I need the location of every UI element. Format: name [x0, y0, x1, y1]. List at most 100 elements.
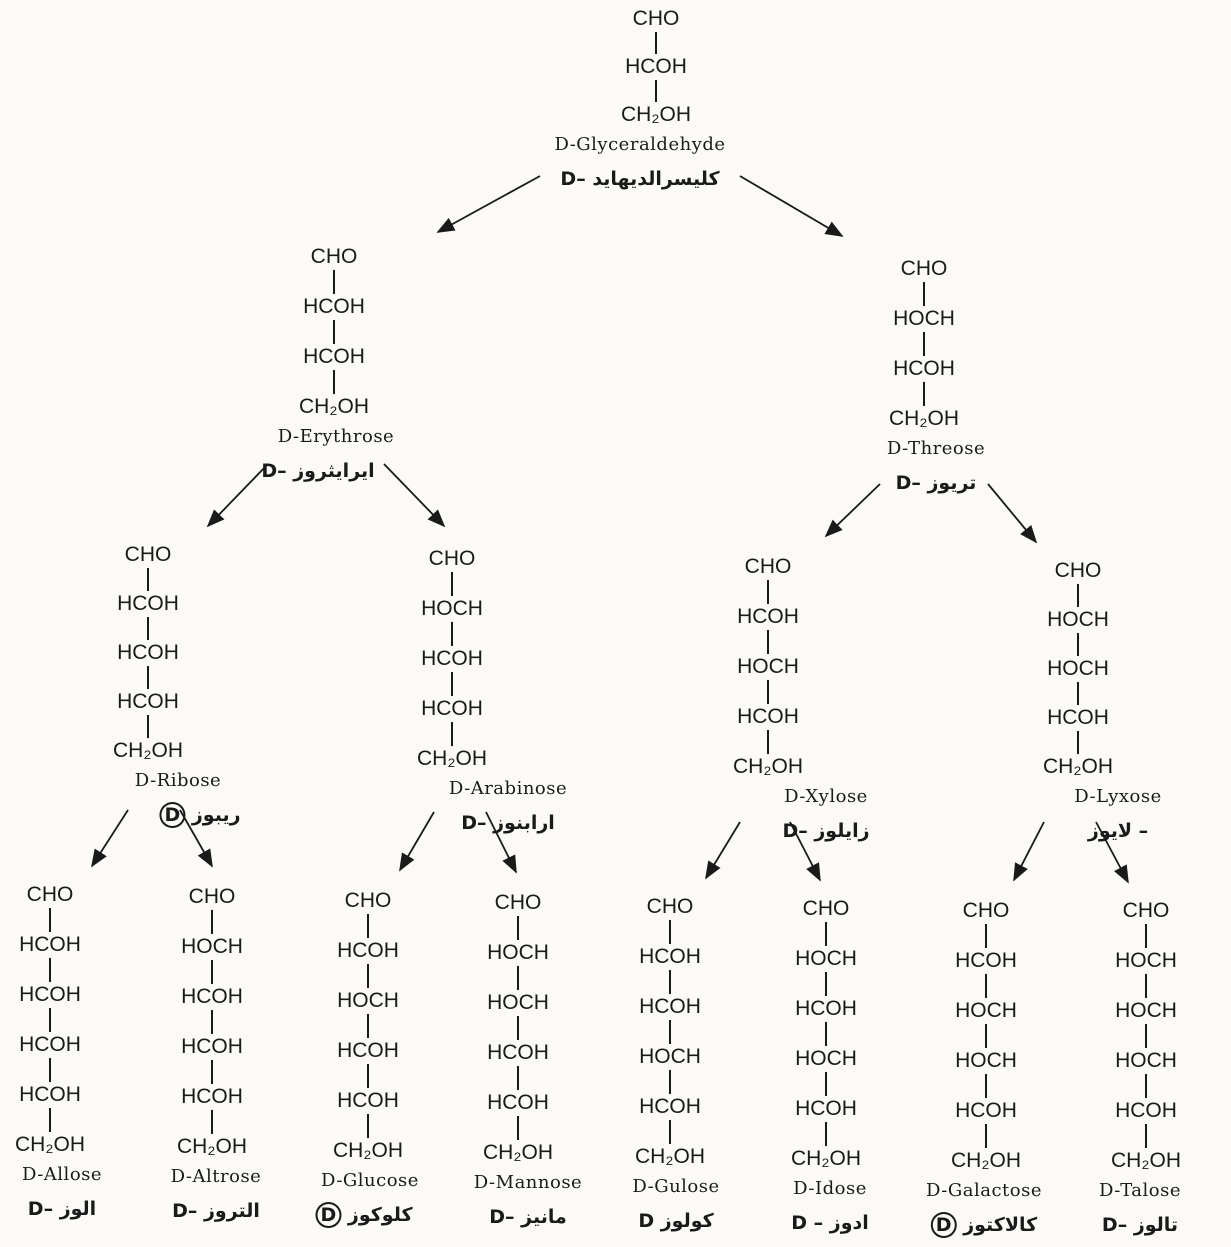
bond-line [767, 730, 769, 754]
group-label: HCOH [181, 1085, 243, 1108]
group-label: CHO [428, 547, 476, 570]
derivation-arrow [1095, 821, 1129, 884]
sugar-name: D-Glyceraldehyde [554, 134, 726, 155]
group-label: HCOH [19, 1033, 81, 1056]
sugar-name: D-Mannose [473, 1172, 583, 1193]
group-label: HOCH [487, 941, 549, 964]
group-label: HCOH [625, 55, 687, 78]
sugar-name: D-Gulose [632, 1176, 720, 1197]
bond-line [923, 282, 925, 306]
derivation-arrow [399, 811, 435, 872]
bond-line [1077, 633, 1079, 656]
group-label: HCOH [795, 1097, 857, 1120]
bond-line [825, 922, 827, 946]
bond-line [451, 622, 453, 646]
group-label: HCOH [181, 1035, 243, 1058]
bond-line [367, 914, 369, 938]
group-label: HOCH [737, 655, 799, 678]
bond-line [669, 920, 671, 944]
bond-line [1077, 682, 1079, 705]
arabic-name-text: D– الوز [27, 1198, 97, 1220]
group-label: HOCH [639, 1045, 701, 1068]
bond-line [1145, 924, 1147, 948]
bond-line [985, 1074, 987, 1098]
group-label: HOCH [795, 947, 857, 970]
group-label: HCOH [19, 933, 81, 956]
bond-line [923, 332, 925, 356]
group-label: CH₂OH [621, 103, 691, 126]
bond-line [451, 722, 453, 746]
group-label: HCOH [737, 605, 799, 628]
bond-line [517, 916, 519, 940]
sugar-name: D-Galactose [926, 1180, 1042, 1201]
bond-line [147, 715, 149, 738]
group-label: CH₂OH [791, 1147, 861, 1170]
bond-line [655, 32, 657, 54]
group-label: HCOH [487, 1041, 549, 1064]
group-label: CH₂OH [1111, 1149, 1181, 1172]
bond-line [517, 1066, 519, 1090]
group-label: HOCH [955, 1049, 1017, 1072]
arabic-name-text: D– تالوز [1101, 1214, 1179, 1236]
bond-line [49, 958, 51, 982]
group-label: HCOH [337, 1039, 399, 1062]
derivation-arrow [485, 811, 517, 874]
bond-line [669, 1020, 671, 1044]
bond-line [367, 1014, 369, 1038]
bond-line [985, 974, 987, 998]
arabic-name: D– مانیز [489, 1206, 567, 1228]
bond-line [517, 1016, 519, 1040]
arabic-name-text: D– ارابنوز [461, 812, 555, 834]
group-label: HCOH [117, 690, 179, 713]
arabic-name: D کولوز [638, 1210, 713, 1232]
sugar-name: D-Threose [886, 438, 986, 459]
group-label: CH₂OH [15, 1133, 85, 1156]
group-label: CH₂OH [1043, 755, 1113, 778]
bond-line [825, 972, 827, 996]
derivation-arrow [739, 175, 844, 237]
group-label: HCOH [337, 939, 399, 962]
group-label: HCOH [737, 705, 799, 728]
group-label: HCOH [303, 295, 365, 318]
arabic-name: D– کلیسرالدیهاید [560, 168, 719, 190]
sugar-name: D-Lyxose [1074, 786, 1162, 807]
group-label: HOCH [795, 1047, 857, 1070]
bond-line [211, 960, 213, 984]
group-label: HOCH [1115, 999, 1177, 1022]
derivation-arrow [206, 463, 269, 528]
group-label: HOCH [1115, 1049, 1177, 1072]
bond-line [367, 964, 369, 988]
group-label: HCOH [955, 1099, 1017, 1122]
group-label: CHO [1054, 559, 1102, 582]
group-label: HCOH [795, 997, 857, 1020]
group-label: HCOH [487, 1091, 549, 1114]
derivation-arrow [705, 821, 741, 880]
derivation-arrow [824, 483, 881, 538]
group-label: HOCH [421, 597, 483, 620]
bond-line [655, 80, 657, 102]
bond-line [669, 1120, 671, 1144]
group-label: CHO [188, 885, 236, 908]
group-label: HOCH [337, 989, 399, 1012]
derivation-arrow [1013, 821, 1045, 882]
arabic-name-text: کالاکتوز [963, 1214, 1038, 1236]
arabic-name-text: ریبوز [191, 804, 241, 826]
bond-line [1145, 1124, 1147, 1148]
arabic-name: D – ادوز [791, 1212, 869, 1234]
group-label: HCOH [1115, 1099, 1177, 1122]
arabic-name: D– تریوز [896, 472, 977, 494]
group-label: CHO [802, 897, 850, 920]
group-label: HCOH [303, 345, 365, 368]
group-label: CHO [26, 883, 74, 906]
group-label: HCOH [117, 592, 179, 615]
group-label: CH₂OH [333, 1139, 403, 1162]
arabic-name-text: D – ادوز [791, 1212, 869, 1234]
group-label: HCOH [421, 647, 483, 670]
bond-line [367, 1114, 369, 1138]
group-label: CHO [900, 257, 948, 280]
sugar-name: D-Erythrose [277, 426, 395, 447]
sugar-name: D-Glucose [321, 1170, 419, 1191]
group-label: HCOH [639, 945, 701, 968]
